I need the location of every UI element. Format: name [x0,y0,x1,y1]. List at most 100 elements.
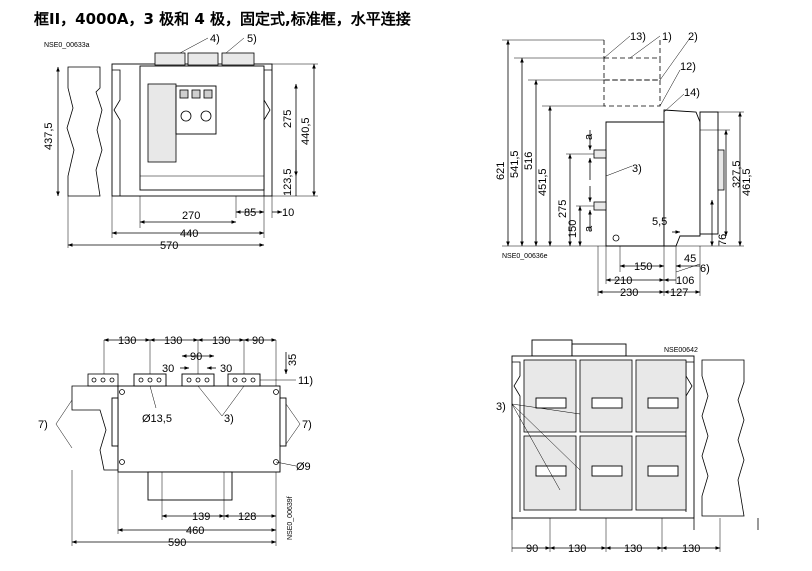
leader-3 [605,165,633,177]
side-handle [717,149,725,191]
leader-7-left2 [55,423,73,449]
ghost-hole-1 [91,377,97,383]
dim-s150: 150 [634,261,652,273]
callout-13: 13) [630,31,646,43]
dim-130c: 130 [212,335,230,347]
dim-460: 460 [186,525,204,537]
knob-left-icon [180,110,192,122]
bracket-right [279,397,287,447]
mount-hole-tr [273,389,279,395]
dim-130a: 130 [118,335,136,347]
control-button-3 [203,89,213,99]
panel-r1c2 [579,359,633,433]
control-button-2 [191,89,201,99]
dim-516: 516 [523,152,535,170]
hole-6 [204,377,210,383]
callout-3-top: 3) [224,413,234,425]
hole-1 [138,377,144,383]
callout-5: 5) [247,33,257,45]
dim-106: 106 [676,275,694,287]
ghost-hole-3 [109,377,115,383]
dim-440: 440 [180,228,198,240]
callout-14: 14) [684,87,700,99]
leader-5 [225,37,245,54]
dim-90-rear: 90 [526,543,538,555]
callout-3: 3) [632,163,642,175]
option-13-box [603,57,661,81]
dim-90b: 90 [190,351,202,363]
terminal-upper [593,149,607,159]
dim-440-5: 440,5 [300,117,312,145]
leader-4 [179,37,209,54]
slot-r1c2 [591,397,623,409]
ground-icon [612,234,620,242]
callout-2: 2) [688,31,698,43]
dim-a-lower: a [583,225,595,232]
hole-8 [241,377,247,383]
dim-dia-13-5: Ø13,5 [142,413,172,425]
callout-11: 11) [298,375,313,387]
leader-7-right [285,403,301,425]
dim-5-5: 5,5 [652,216,667,228]
leader-3-rear-1 [511,403,581,415]
top-terminal-mid [187,52,219,66]
hole-3 [156,377,162,383]
dim-90a: 90 [252,335,264,347]
rear-ghost-rail [701,359,745,517]
dim-128: 128 [238,511,256,523]
rear-view-code: NSE00642 [664,347,698,354]
dim-30b: 30 [220,363,232,375]
top-view: NSE0_00639f [38,335,313,549]
leader-2 [659,37,691,81]
top-front-block [147,471,233,501]
leader-1 [629,35,661,59]
leader-dia13 [149,385,157,409]
top-view-code: NSE0_00639f [287,496,294,540]
dim-35: 35 [287,354,299,366]
side-panel [699,111,719,235]
front-view: NSE0_00633a 4) 5) 437,5 275 440,5 [43,33,318,252]
callout-3-rear: 3) [496,401,506,413]
side-front-cover [663,109,701,247]
ghost-hole-2 [100,377,106,383]
leader-13 [603,35,631,59]
ghost-terminal [87,373,119,387]
hole-5 [195,377,201,383]
rear-left-edge [512,361,521,512]
top-terminal-right [221,52,255,66]
dim-a-upper: a [583,133,595,140]
leader-12 [659,69,681,107]
callout-7-left: 7) [38,419,48,431]
leader-6 [675,263,701,273]
leader-14 [663,93,685,113]
dim-230: 230 [620,287,638,299]
callout-6: 6) [700,263,710,275]
dim-45: 45 [684,253,696,265]
dim-130-r1: 130 [568,543,586,555]
slot-r2c3 [647,465,679,477]
rear-top-cap-right [571,343,627,357]
dim-570: 570 [160,240,178,252]
leader-3-top2 [221,385,245,417]
dim-590: 590 [168,537,186,549]
panel-r1c3 [635,359,687,433]
control-button-1 [179,89,189,99]
leader-7-left [55,399,73,425]
leader-dia9 [275,461,297,467]
slot-r2c2 [591,465,623,477]
dim-621: 621 [495,162,507,180]
dim-437: 437,5 [43,122,55,150]
mount-hole-tl [119,389,125,395]
dim-130-r2: 130 [624,543,642,555]
dim-150: 150 [567,220,579,238]
dim-130b: 130 [164,335,182,347]
dim-275: 275 [557,200,569,218]
hole-7 [232,377,238,383]
dim-dia-9: Ø9 [296,461,311,473]
callout-1: 1) [662,31,672,43]
dim-210: 210 [614,275,632,287]
mount-hole-bl [119,459,125,465]
front-view-code: NSE0_00633a [44,42,90,49]
dim-76: 76 [717,234,729,246]
hole-4 [186,377,192,383]
